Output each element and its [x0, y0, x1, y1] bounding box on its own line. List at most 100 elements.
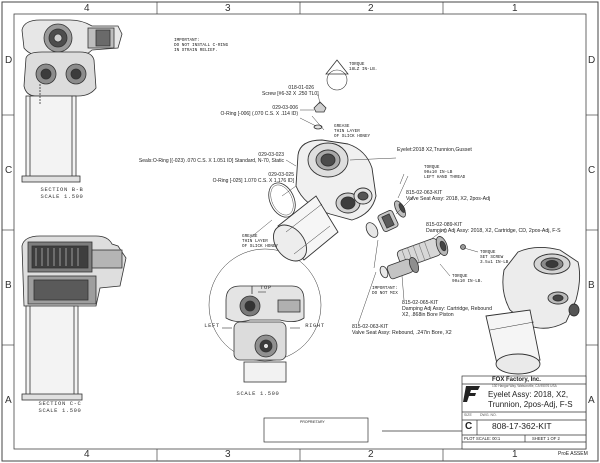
fox-logo-mark: [463, 386, 480, 402]
note-torque-right: TORQUE SET SCREW 3.5±1 IN-LB: [480, 250, 508, 265]
zone-row-a-left: A: [5, 395, 12, 406]
section-bb-title: SECTION B-B: [40, 186, 84, 193]
note-line: OF SLICK HONEY: [334, 134, 371, 139]
eyelet-assembly: [268, 139, 377, 262]
note-line: IMPORTANT:: [174, 38, 200, 43]
note-torque-top: TORQUE 18LZ IN-LB.: [349, 62, 377, 72]
note-line: 3.5±1 IN-LB: [480, 260, 509, 265]
title-block-size-label: SIZE: [464, 413, 472, 417]
note-torque-low: TORQUE 90±10 IN-LB.: [452, 274, 483, 284]
zone-row-c-left: C: [5, 165, 13, 176]
top-view: [208, 248, 322, 383]
title-block-dwg-label: DWG. NO.: [480, 413, 497, 417]
note-line: DO NOT MIX: [372, 291, 398, 296]
note-line: LEFT HAND THREAD: [424, 175, 466, 180]
callout-screw: 018-01-026 Screw [#6-32 X .250 TL0]: [262, 85, 319, 97]
zone-row-a-right: A: [588, 395, 595, 406]
section-bb-label: SECTION B-B SCALE 1.500: [32, 186, 92, 200]
title-block: [263, 375, 587, 450]
title-block-company: FOX Factory, Inc.: [492, 377, 541, 383]
eyelet-iso-view-right: [485, 247, 581, 375]
note-line: 90±10 IN-LB.: [452, 279, 483, 284]
note-line: TORQUE: [480, 250, 496, 255]
callout-oring-006-pn: 029-03-006: [272, 105, 298, 111]
note-grease-top: GREASE THIN LAYER OF SLICK HONEY: [334, 124, 370, 139]
title-block-title-1: Eyelet Assy: 2018, X2,: [488, 390, 569, 399]
note-line: TORQUE: [424, 165, 440, 170]
zone-col-1-top: 1: [512, 3, 518, 14]
callout-valve-seat-rebound-desc: Valve Seat Assy: Rebound, .247in Bore, X…: [352, 330, 452, 337]
top-view-scale-label: SCALE 1.500: [236, 390, 280, 397]
callout-oring-023-pn: 029-03-023: [258, 152, 284, 158]
note-line: DO NOT INSTALL C-RING: [174, 43, 229, 48]
zone-col-3-top: 3: [225, 3, 231, 14]
zone-row-d-right: D: [588, 55, 596, 66]
title-block-dwg-no: 808-17-362-KIT: [492, 421, 552, 431]
callout-oring-025-desc: O-Ring [-025] 1.070 C.S. X 1.176 ID]: [212, 178, 294, 184]
top-view-left-label: LEFT: [204, 322, 220, 329]
zone-row-c-right: C: [588, 165, 596, 176]
note-line: IMPORTANT:: [372, 286, 398, 291]
zone-row-b-left: B: [5, 280, 12, 291]
zone-col-4-top: 4: [84, 3, 90, 14]
section-bb-view: [21, 19, 123, 183]
note-line: TORQUE: [349, 62, 365, 67]
note-line: SET SCREW: [480, 255, 504, 260]
callout-valve-seat-rebound: 815-02-063-KIT Valve Seat Assy: Rebound,…: [352, 324, 452, 336]
title-block-footer: ProE ASSEM: [558, 451, 588, 457]
callout-damping-adj-pn: 815-02-089-KIT: [426, 222, 463, 228]
callout-oring-025-pn: 029-03-025: [268, 172, 294, 178]
title-block-size: C: [465, 421, 473, 432]
callout-valve-seat-hi-pn: 815-02-063-KIT: [406, 190, 443, 196]
callout-screw-pn: 018-01-026: [288, 85, 314, 91]
callout-oring-025: 029-03-025 O-Ring [-025] 1.070 C.S. X 1.…: [164, 172, 294, 184]
callout-damping-rebound-pn: 815-02-065-KIT: [402, 300, 439, 306]
top-view-right-label: RIGHT: [305, 322, 325, 329]
callout-oring-006: 029-03-006 O-Ring [-006] (.070 C.S. X .1…: [186, 105, 298, 117]
callout-valve-seat-rebound-pn: 815-02-063-KIT: [352, 324, 389, 330]
section-cc-view: [21, 235, 127, 401]
title-block-title-2: Trunnion, 2pos-Adj, F-S: [488, 400, 573, 409]
note-important-top: IMPORTANT: DO NOT INSTALL C-RING IN STRA…: [174, 38, 228, 53]
zone-row-b-right: B: [588, 280, 595, 291]
title-block-sheet: SHEET 1 OF 2: [532, 436, 560, 441]
top-view-top-label: TOP: [260, 284, 272, 291]
callout-oring-023-desc: Seals:O-Ring [(-023) .070 C.S. X 1.051 I…: [138, 158, 284, 164]
note-line: THIN LAYER: [242, 239, 268, 244]
note-torque-mid: TORQUE 90±10 IN-LB LEFT HAND THREAD: [424, 165, 465, 180]
note-line: GREASE: [334, 124, 350, 129]
zone-col-4-bottom: 4: [84, 449, 90, 460]
zone-col-3-bottom: 3: [225, 449, 231, 460]
note-line: OF SLICK HONEY: [242, 244, 279, 249]
callout-screw-desc: Screw [#6-32 X .250 TL0]: [262, 91, 319, 97]
zone-row-d-left: D: [5, 55, 13, 66]
note-important-low: IMPORTANT: DO NOT MIX: [372, 286, 398, 296]
note-line: 18LZ IN-LB.: [349, 67, 378, 72]
note-line: GREASE: [242, 234, 258, 239]
title-block-plot-scale: PLOT SCALE: 00:1: [464, 436, 501, 441]
title-block-address: 130 Hangar Way, Watsonville, CA 95076 US…: [492, 384, 557, 388]
callout-damping-rebound-desc-2: X2, .868in Bore Piston: [402, 312, 454, 319]
note-line: TORQUE: [452, 274, 468, 279]
section-cc-label: SECTION C-C SCALE 1.500: [30, 400, 90, 414]
title-block-proprietary: PROPRIETARY: [300, 420, 325, 424]
zone-col-2-bottom: 2: [368, 449, 374, 460]
note-line: THIN LAYER: [334, 129, 360, 134]
callout-damping-rebound-desc-1: Damping Adj Assy: Cartridge, Rebound: [402, 306, 492, 313]
callout-oring-023: 029-03-023 Seals:O-Ring [(-023) .070 C.S…: [92, 152, 284, 164]
callout-damping-rebound: 815-02-065-KIT Damping Adj Assy: Cartrid…: [402, 300, 492, 319]
zone-col-2-top: 2: [368, 3, 374, 14]
valve-seat-assy: [365, 200, 406, 238]
callout-damping-adj-desc: Damping Adj Assy: 2018, X2, Cartridge, C…: [426, 228, 561, 235]
damping-adj-cartridge: [379, 236, 466, 280]
note-grease-mid: GREASE THIN LAYER OF SLICK HONEY: [242, 234, 278, 249]
section-bb-scale: SCALE 1.500: [40, 193, 84, 200]
callout-eyelet: Eyelet:2018 X2,Trunnion,Gusset: [397, 147, 472, 153]
callout-valve-seat-hi-desc: Valve Seat Assy: 2018, X2, 2pos-Adj: [406, 196, 491, 203]
callout-valve-seat-hi: 815-02-063-KIT Valve Seat Assy: 2018, X2…: [406, 190, 490, 202]
note-line: IN STRAIN RELIEF.: [174, 48, 218, 53]
zone-col-1-bottom: 1: [512, 449, 518, 460]
note-line: 90±10 IN-LB: [424, 170, 453, 175]
callout-oring-006-desc: O-Ring [-006] (.070 C.S. X .114 ID): [220, 111, 298, 117]
